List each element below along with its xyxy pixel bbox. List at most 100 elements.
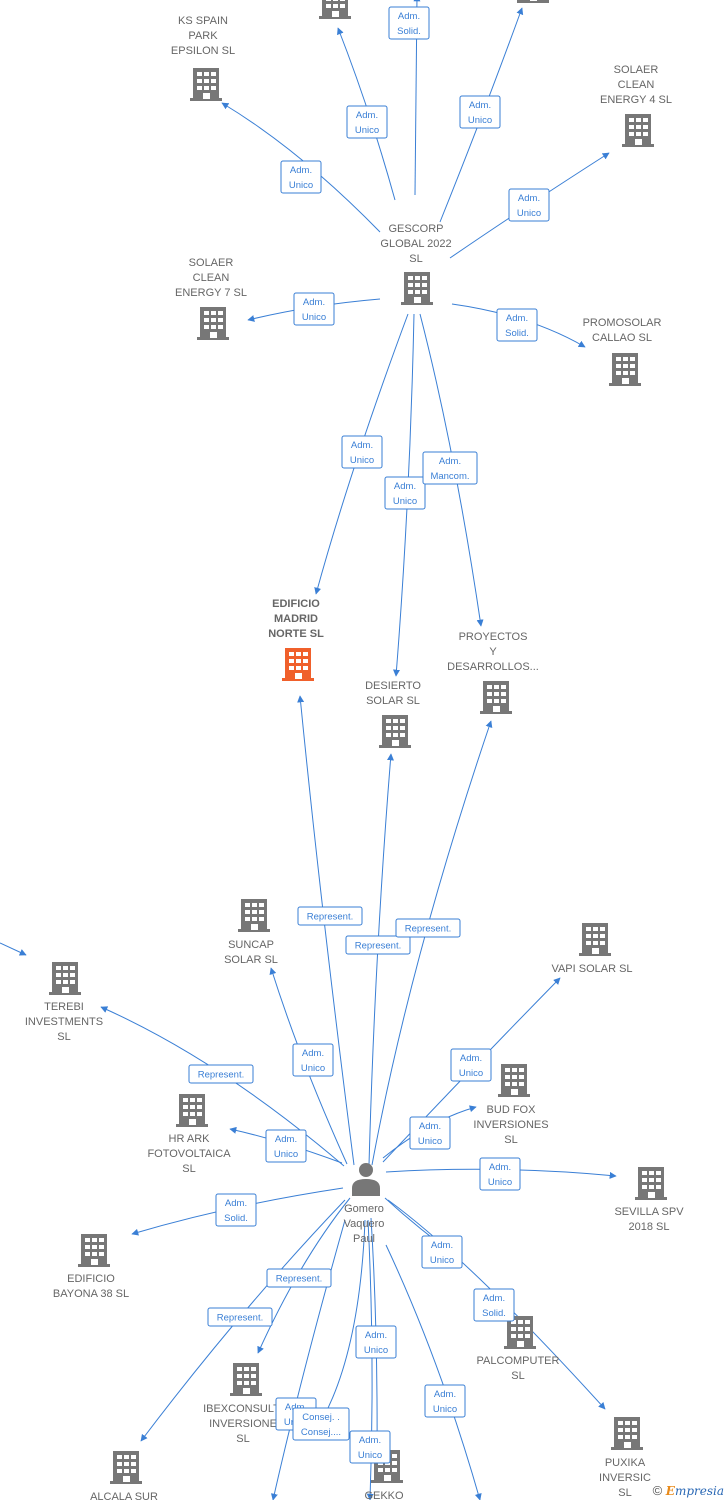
role-label-adm-unico[interactable]: Adm.Unico bbox=[508, 188, 550, 222]
role-text: Unico bbox=[274, 1149, 298, 1160]
role-text: Adm. bbox=[469, 100, 491, 111]
node-label-line: HR ARK bbox=[169, 1133, 211, 1145]
relation-edge bbox=[371, 720, 493, 1166]
role-text: Adm. bbox=[302, 1048, 324, 1059]
building-icon bbox=[238, 899, 270, 932]
node-label-line: GEKKO bbox=[364, 1490, 404, 1500]
role-text: Consej. . bbox=[302, 1412, 340, 1423]
role-label-adm-unico[interactable]: Adm.Unico bbox=[409, 1116, 451, 1150]
role-text: Unico bbox=[301, 1063, 325, 1074]
building-icon bbox=[609, 353, 641, 386]
role-label-adm-solid[interactable]: Adm.Solid. bbox=[473, 1288, 515, 1322]
role-label-adm-unico[interactable]: Adm.Unico bbox=[280, 160, 322, 194]
company-node-vapi[interactable]: VAPI SOLAR SL bbox=[551, 923, 633, 975]
node-label-line: CLEAN bbox=[193, 272, 230, 284]
role-label-adm-unico[interactable]: Adm.Unico bbox=[479, 1157, 521, 1191]
node-label-line: INVERSIONES bbox=[473, 1119, 548, 1131]
company-node-alcala[interactable]: ALCALA SUR bbox=[90, 1451, 158, 1500]
role-text: Represent. bbox=[276, 1274, 322, 1285]
node-label-line: INVESTMENTS bbox=[25, 1016, 103, 1028]
empresia-logo[interactable]: Empresia bbox=[665, 1484, 724, 1498]
role-label-adm-unico[interactable]: Adm. Unico bbox=[292, 1043, 334, 1077]
role-label-represent[interactable]: Represent. bbox=[266, 1268, 332, 1288]
role-text: Unico bbox=[289, 180, 313, 191]
node-label-line: PROMOSOLAR bbox=[583, 317, 662, 329]
building-icon-focus bbox=[282, 648, 314, 681]
role-label-represent[interactable]: Represent. bbox=[207, 1307, 273, 1327]
node-label-line: EPSILON SL bbox=[171, 45, 235, 57]
role-label-adm-unico[interactable]: Adm.Unico bbox=[341, 435, 383, 469]
role-label-adm-unico[interactable]: Adm.Unico bbox=[421, 1235, 463, 1269]
role-label-adm-unico[interactable]: Adm.Unico bbox=[265, 1129, 307, 1163]
node-label-line: 2018 SL bbox=[629, 1221, 670, 1233]
node-label-line: BAYONA 38 SL bbox=[53, 1288, 129, 1300]
role-label-adm-unico[interactable]: Adm.Unico bbox=[293, 292, 335, 326]
role-text: Consej.... bbox=[301, 1427, 341, 1438]
role-text: Adm. bbox=[365, 1330, 387, 1341]
role-label-consej[interactable]: Consej. . Consej.... bbox=[292, 1407, 350, 1441]
company-node-proyectos[interactable]: PROYECTOSYDESARROLLOS... bbox=[447, 631, 539, 714]
node-label-line: GESCORP bbox=[388, 223, 443, 235]
building-icon bbox=[401, 272, 433, 305]
role-label-represent[interactable]: Represent. bbox=[345, 935, 411, 955]
role-text: Adm. bbox=[225, 1198, 247, 1209]
role-label-adm-unico[interactable]: Adm.Unico bbox=[349, 1430, 391, 1464]
role-text: Adm. bbox=[483, 1293, 505, 1304]
node-label-line: SOLAR SL bbox=[224, 954, 278, 966]
node-label-line: IBEXCONSULTI bbox=[203, 1403, 283, 1415]
role-label-adm-mancom[interactable]: Adm.Mancom. bbox=[422, 451, 478, 485]
relation-edge bbox=[387, 1199, 606, 1410]
relation-edge bbox=[0, 942, 27, 956]
node-label-line: Gomero bbox=[344, 1203, 384, 1215]
role-text: Adm. bbox=[394, 481, 416, 492]
node-label-line: SL bbox=[618, 1487, 631, 1499]
company-node-top-right[interactable] bbox=[517, 0, 549, 3]
role-text: Adm. bbox=[506, 313, 528, 324]
role-label-adm-unico[interactable]: Adm.Unico bbox=[384, 476, 426, 510]
role-label-adm-solid[interactable]: Adm.Solid. bbox=[496, 308, 538, 342]
relation-edge bbox=[100, 1006, 345, 1167]
company-node-gekko[interactable]: GEKKO bbox=[364, 1450, 404, 1500]
building-icon bbox=[230, 1363, 262, 1396]
role-label-represent[interactable]: Represent. bbox=[395, 918, 461, 938]
person-icon bbox=[352, 1163, 380, 1196]
role-text: Adm. bbox=[489, 1162, 511, 1173]
role-text: Adm. bbox=[460, 1053, 482, 1064]
role-text: Unico bbox=[358, 1450, 382, 1461]
role-label-adm-solid[interactable]: Adm.Solid. bbox=[388, 6, 430, 40]
role-text: Represent. bbox=[355, 941, 401, 952]
role-label-adm-unico[interactable]: Adm.Unico bbox=[450, 1048, 492, 1082]
role-label-represent[interactable]: Represent. bbox=[297, 906, 363, 926]
role-labels: Adm.Solid.Adm.UnicoAdm.UnicoAdm.UnicoAdm… bbox=[188, 6, 550, 1464]
role-label-adm-unico[interactable]: Adm.Unico bbox=[459, 95, 501, 129]
role-label-adm-unico[interactable]: Adm.Unico bbox=[424, 1384, 466, 1418]
node-label-line: SL bbox=[409, 253, 422, 265]
node-label-line: SL bbox=[236, 1433, 249, 1445]
role-label-adm-solid[interactable]: Adm.Solid. bbox=[215, 1193, 257, 1227]
node-label-line: BUD FOX bbox=[487, 1104, 537, 1116]
node-label-line: SL bbox=[511, 1370, 524, 1382]
role-label-adm-unico[interactable]: Adm.Unico bbox=[355, 1325, 397, 1359]
role-text: Unico bbox=[430, 1255, 454, 1266]
role-label-adm-unico[interactable]: Adm.Unico bbox=[346, 105, 388, 139]
role-label-represent[interactable]: Represent. bbox=[188, 1064, 254, 1084]
company-node-top-left[interactable] bbox=[319, 0, 351, 19]
